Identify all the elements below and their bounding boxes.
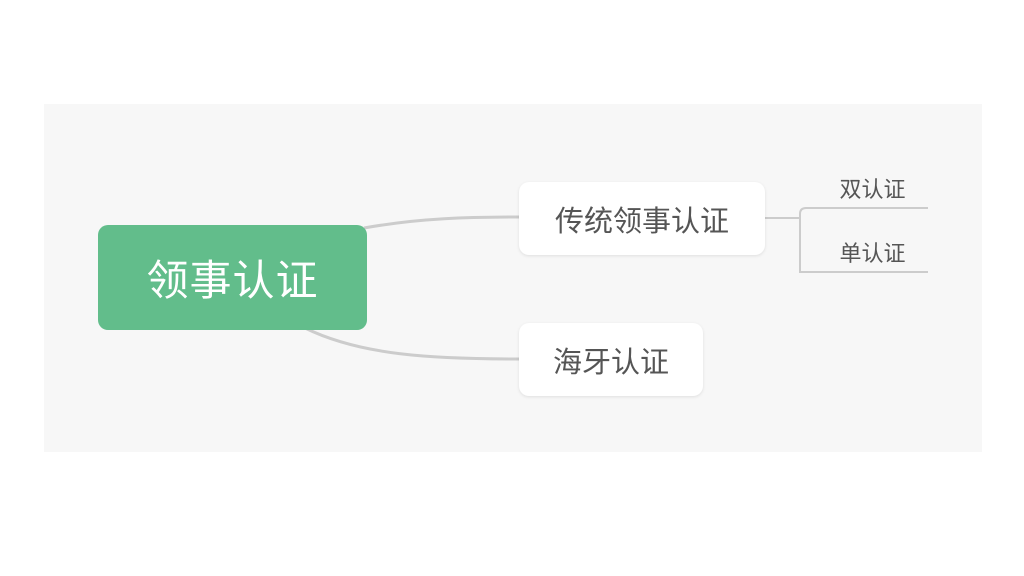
subtopic-node-single[interactable]: 单认证: [820, 234, 925, 270]
subtopic-node-label: 双认证: [839, 178, 906, 203]
topic-node-traditional[interactable]: 传统领事认证: [519, 182, 765, 255]
subtopic-node-label: 单认证: [839, 242, 906, 267]
root-node-label: 领事认证: [146, 256, 319, 305]
subtopic-node-double[interactable]: 双认证: [820, 170, 925, 206]
topic-node-label: 传统领事认证: [554, 203, 729, 238]
topic-node-label: 海牙认证: [552, 344, 669, 379]
topic-node-hague[interactable]: 海牙认证: [519, 323, 703, 396]
root-node[interactable]: 领事认证: [98, 225, 367, 330]
